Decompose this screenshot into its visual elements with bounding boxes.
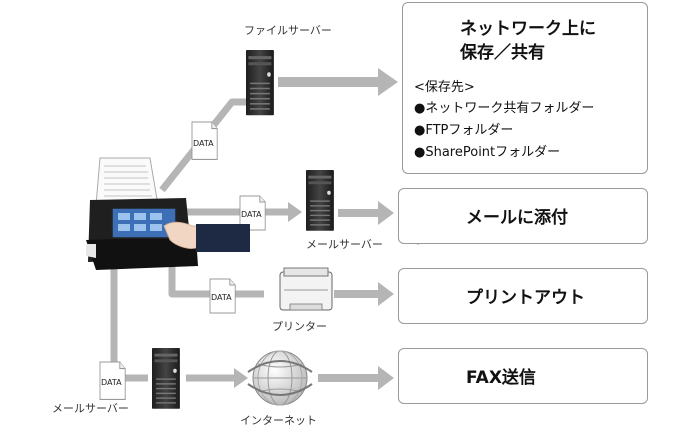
data-tag: DATA bbox=[241, 210, 262, 219]
mail-server-label: メールサーバー bbox=[306, 238, 383, 251]
arrow-to-mail-box bbox=[338, 201, 394, 225]
arrow-to-network-box bbox=[278, 68, 398, 96]
arrow-to-print-box bbox=[334, 282, 394, 306]
connector-lines bbox=[110, 98, 288, 382]
scanner-icon bbox=[86, 157, 250, 270]
data-tag: DATA bbox=[101, 378, 122, 387]
network-box-title-line1: ネットワーク上に bbox=[460, 19, 596, 39]
small-arrowheads bbox=[234, 202, 302, 388]
data-tag: DATA bbox=[193, 139, 214, 148]
bottom-mail-server-icon bbox=[152, 348, 180, 409]
file-server-label: ファイルサーバー bbox=[244, 24, 332, 37]
globe-icon bbox=[247, 350, 313, 406]
destination-item: ●FTPフォルダー bbox=[414, 123, 514, 138]
arrow-to-fax-box bbox=[318, 366, 394, 390]
line-to-file-server bbox=[159, 98, 248, 193]
big-arrows bbox=[278, 68, 398, 390]
line-to-bottom-server bbox=[110, 262, 148, 382]
printer-icon bbox=[279, 267, 333, 311]
bottom-mail-server-label: メールサーバー bbox=[52, 402, 129, 415]
destination-item: ●ネットワーク共有フォルダー bbox=[414, 101, 595, 116]
network-save-box bbox=[402, 2, 648, 174]
fax-box-title: FAX送信 bbox=[466, 368, 536, 388]
printout-box bbox=[398, 268, 648, 324]
data-tag: DATA bbox=[211, 293, 232, 302]
printer-label: プリンター bbox=[272, 320, 327, 333]
network-box-title-line2: 保存／共有 bbox=[460, 43, 545, 63]
print-box-title: プリントアウト bbox=[466, 288, 585, 308]
internet-label: インターネット bbox=[240, 414, 317, 427]
mail-server-icon bbox=[306, 170, 334, 231]
file-server-icon bbox=[246, 50, 274, 116]
fax-box bbox=[398, 348, 648, 404]
destination-header: <保存先> bbox=[414, 80, 475, 95]
destination-item: ●SharePointフォルダー bbox=[414, 145, 561, 160]
mail-box-title: メールに添付 bbox=[466, 208, 568, 228]
mail-attach-box bbox=[398, 188, 648, 244]
